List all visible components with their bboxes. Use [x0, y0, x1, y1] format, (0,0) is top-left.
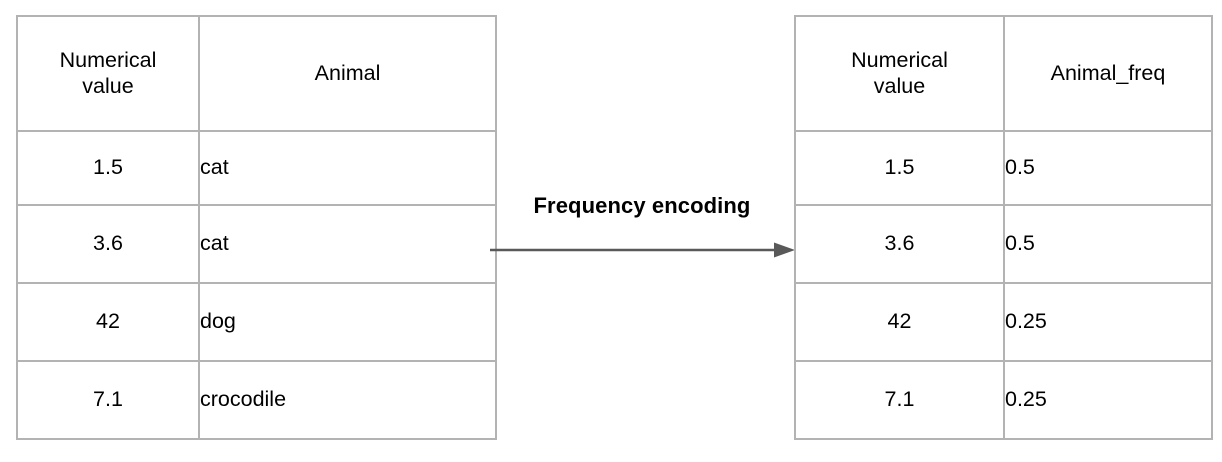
table-header-row: Numerical value Animal — [16, 15, 497, 132]
header-numerical-value: Numerical value — [794, 15, 1005, 132]
cell-animal: cat — [198, 204, 497, 284]
header-line-1: Numerical — [59, 48, 157, 73]
cell-animal: cat — [198, 130, 497, 206]
cell-animal: crocodile — [198, 360, 497, 440]
table-row: 1.5 cat — [16, 130, 497, 206]
cell-numerical-value: 1.5 — [16, 130, 200, 206]
cell-numerical-value: 1.5 — [794, 130, 1005, 206]
header-line-2: value — [873, 73, 926, 98]
table-row: 3.6 cat — [16, 204, 497, 284]
cell-numerical-value: 7.1 — [794, 360, 1005, 440]
table-row: 7.1 crocodile — [16, 360, 497, 440]
table-row: 1.5 0.5 — [794, 130, 1213, 206]
table-row: 42 dog — [16, 282, 497, 362]
cell-numerical-value: 7.1 — [16, 360, 200, 440]
cell-animal-freq: 0.5 — [1003, 130, 1213, 206]
cell-animal-freq: 0.5 — [1003, 204, 1213, 284]
header-animal-freq: Animal_freq — [1003, 15, 1213, 132]
cell-animal-freq: 0.25 — [1003, 282, 1213, 362]
table-header-row: Numerical value Animal_freq — [794, 15, 1213, 132]
cell-numerical-value: 3.6 — [16, 204, 200, 284]
cell-animal: dog — [198, 282, 497, 362]
cell-numerical-value: 42 — [16, 282, 200, 362]
result-table: Numerical value Animal_freq 1.5 0.5 3.6 … — [794, 15, 1213, 440]
cell-numerical-value: 42 — [794, 282, 1005, 362]
arrow-label: Frequency encoding — [533, 193, 751, 218]
table-row: 42 0.25 — [794, 282, 1213, 362]
header-animal: Animal — [198, 15, 497, 132]
cell-animal-freq: 0.25 — [1003, 360, 1213, 440]
table-row: 3.6 0.5 — [794, 204, 1213, 284]
header-numerical-value: Numerical value — [16, 15, 200, 132]
table-row: 7.1 0.25 — [794, 360, 1213, 440]
cell-numerical-value: 3.6 — [794, 204, 1005, 284]
source-table: Numerical value Animal 1.5 cat 3.6 cat 4… — [16, 15, 497, 440]
header-line-1: Numerical — [851, 48, 948, 73]
header-line-2: value — [82, 73, 134, 98]
flow-arrow-icon — [490, 242, 795, 258]
